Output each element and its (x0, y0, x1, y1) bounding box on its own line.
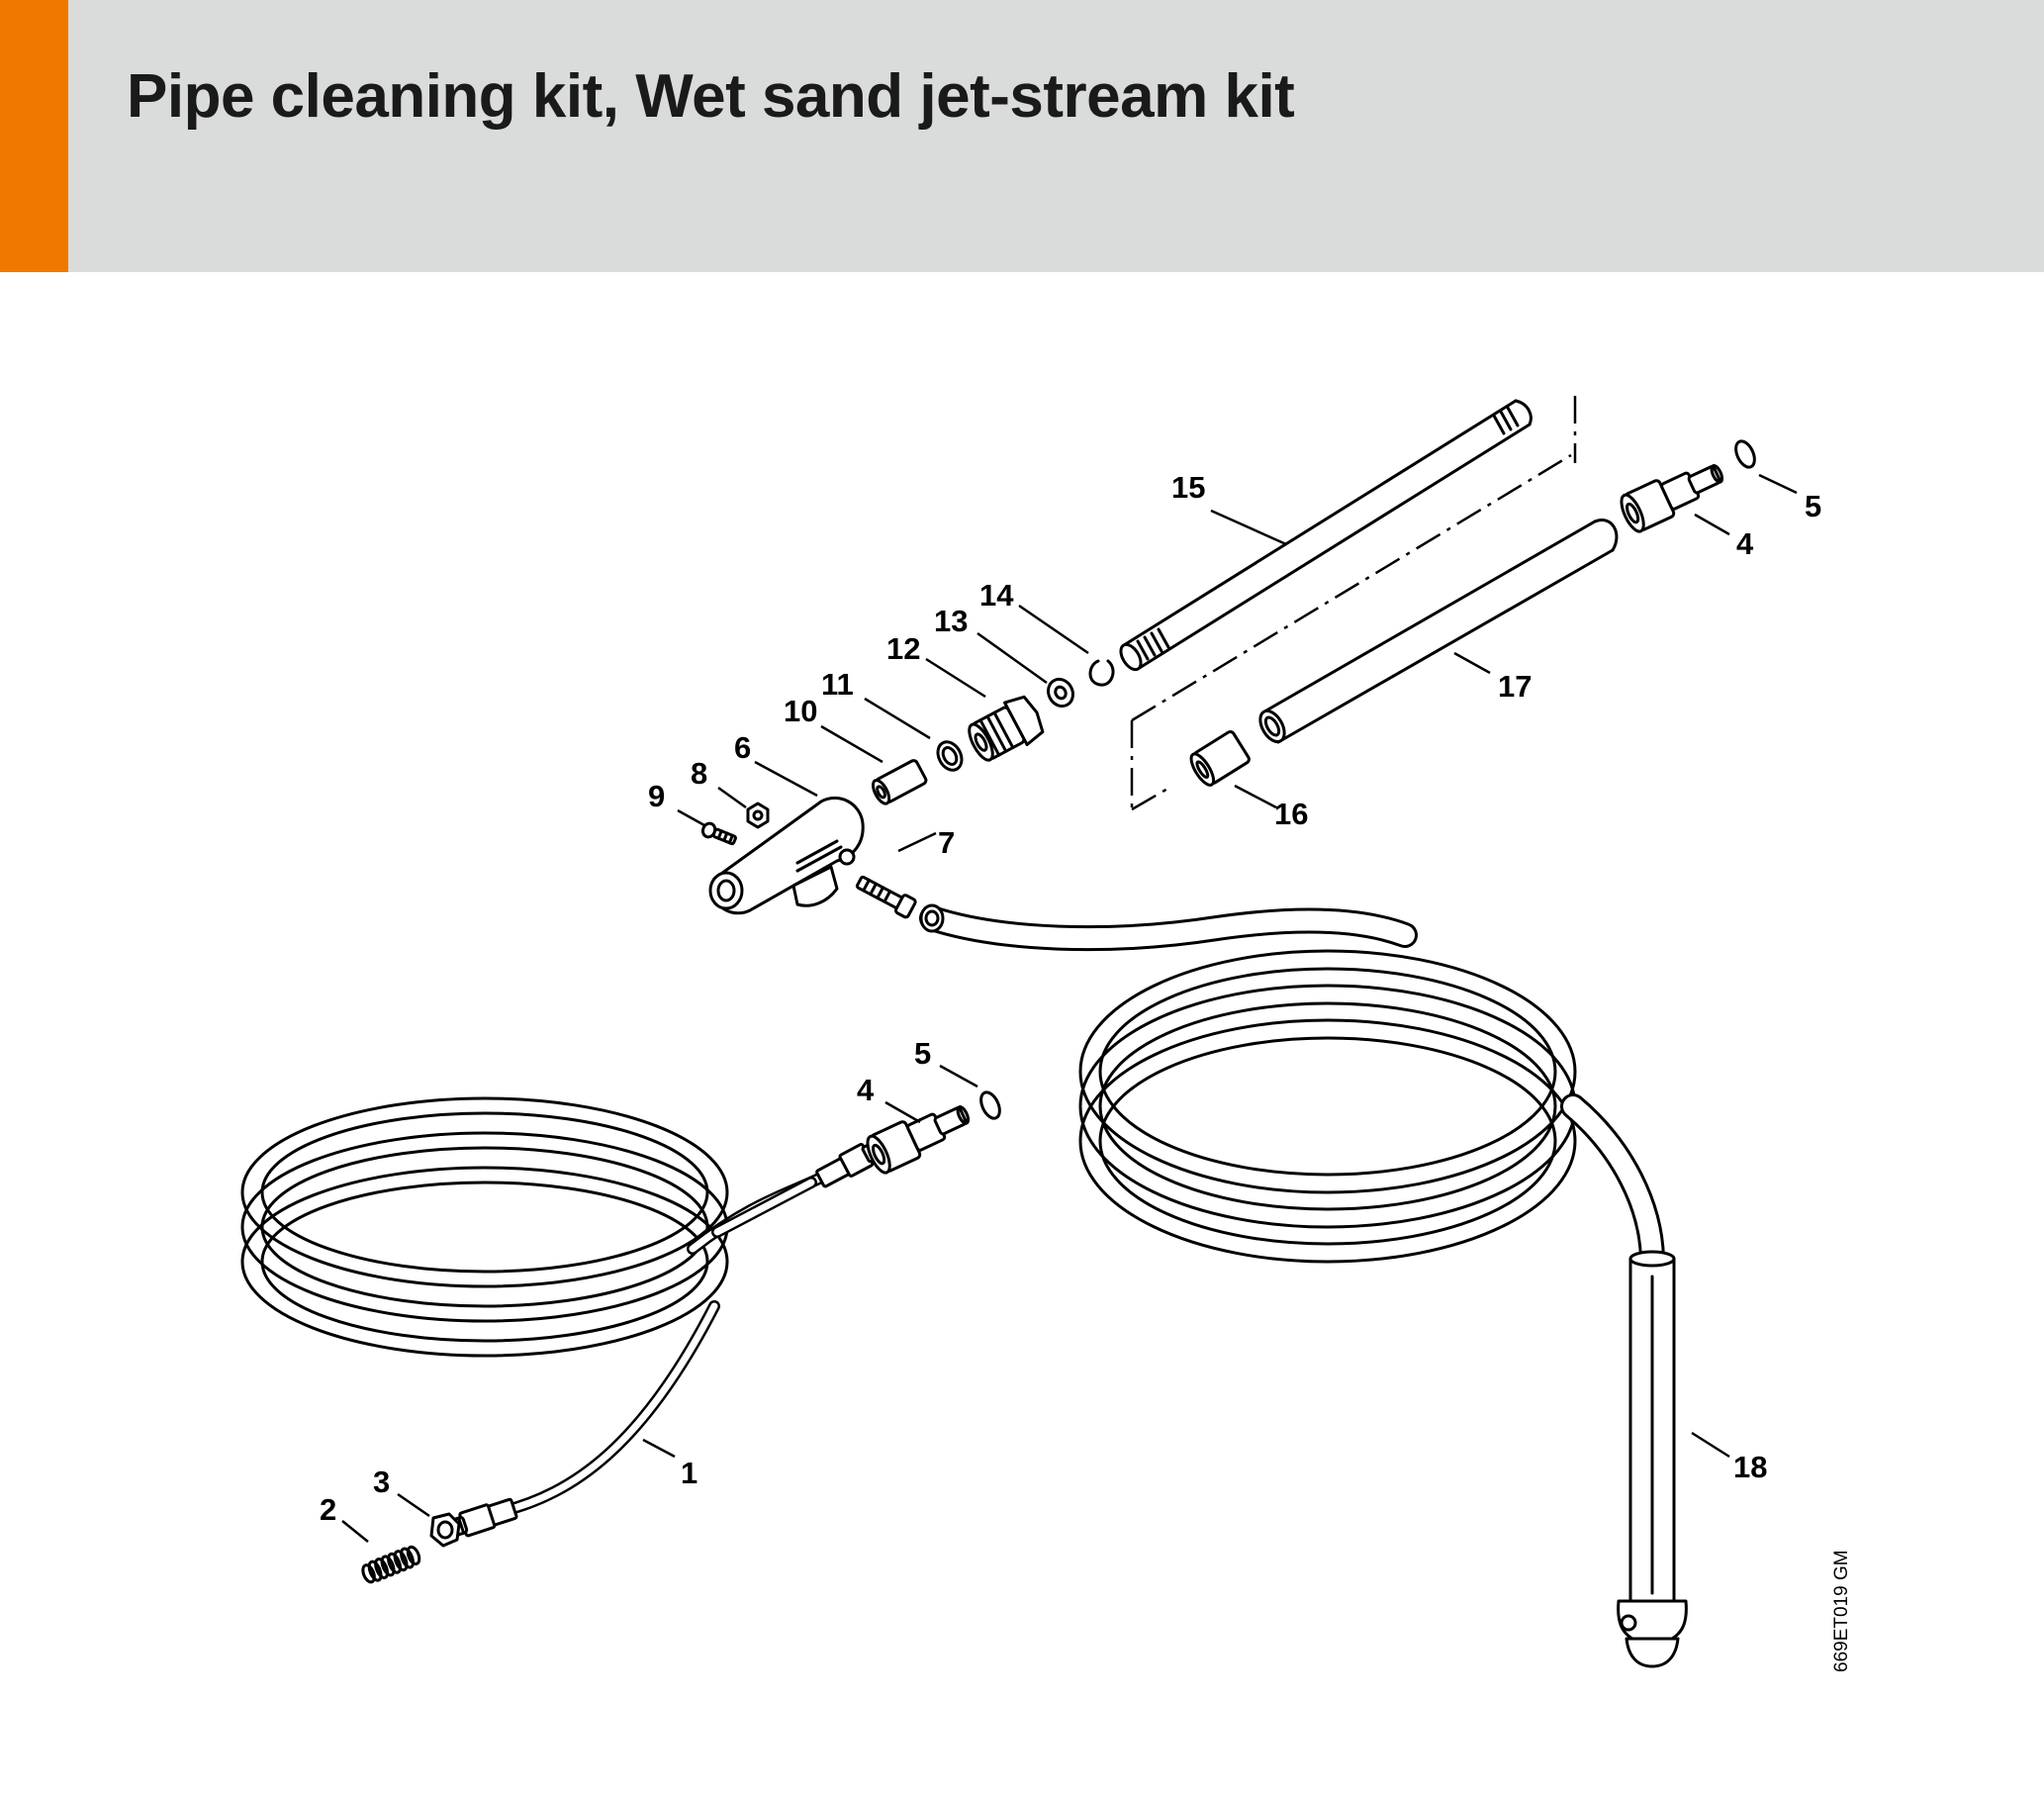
part-9-screw (700, 821, 737, 846)
part-5-o-ring-upper (1734, 439, 1756, 469)
label-1: 1 (681, 1456, 697, 1490)
header-accent-stripe (0, 0, 68, 272)
label-2: 2 (320, 1492, 336, 1527)
part-13-washer (1047, 677, 1074, 709)
part-17-pipe (1258, 519, 1619, 744)
part-18-sewer-hose (919, 903, 1688, 1668)
label-7: 7 (938, 825, 955, 860)
part-7-screw (855, 875, 917, 919)
label-15: 15 (1171, 470, 1205, 505)
part-4-quick-coupling-upper (1620, 464, 1724, 533)
label-4-lower: 4 (857, 1073, 875, 1107)
label-10: 10 (784, 694, 817, 728)
part-12-nozzle-fitting (968, 695, 1045, 762)
label-9: 9 (648, 779, 665, 813)
label-16: 16 (1274, 797, 1308, 831)
label-4-upper: 4 (1736, 526, 1754, 561)
part-4-quick-coupling-lower (866, 1105, 971, 1175)
part-16-sleeve (1189, 730, 1251, 787)
label-17: 17 (1498, 669, 1532, 704)
page-title: Pipe cleaning kit, Wet sand jet-stream k… (127, 62, 1295, 131)
assembly-dash-lines (1130, 396, 1577, 811)
part-number-labels: 1 2 3 4 5 4 5 6 7 8 9 10 11 12 13 14 15 … (320, 470, 1821, 1527)
label-5-lower: 5 (914, 1036, 931, 1071)
part-3-nut (429, 1512, 461, 1548)
label-6: 6 (734, 730, 751, 765)
label-14: 14 (979, 578, 1014, 613)
label-12: 12 (886, 631, 920, 666)
label-11: 11 (821, 667, 854, 702)
label-8: 8 (691, 756, 707, 791)
part-6-nozzle-body (708, 796, 865, 915)
drawing-reference: 669ET019 GM (1831, 1550, 1852, 1672)
label-18: 18 (1733, 1450, 1767, 1484)
part-11-o-ring (936, 740, 964, 772)
part-2-spring (361, 1545, 421, 1584)
label-3: 3 (373, 1465, 390, 1499)
label-13: 13 (934, 604, 968, 638)
leader-lines (341, 473, 1798, 1543)
part-10-nozzle-insert (871, 759, 928, 805)
part-14-snap-ring (1088, 659, 1115, 687)
part-5-o-ring-lower (979, 1090, 1001, 1120)
part-8-nut (746, 802, 770, 829)
part-1-hose-coil (240, 1096, 891, 1541)
part-15-extension-pipe (1119, 399, 1533, 672)
label-5-upper: 5 (1805, 489, 1821, 523)
header-bar (0, 0, 2044, 272)
